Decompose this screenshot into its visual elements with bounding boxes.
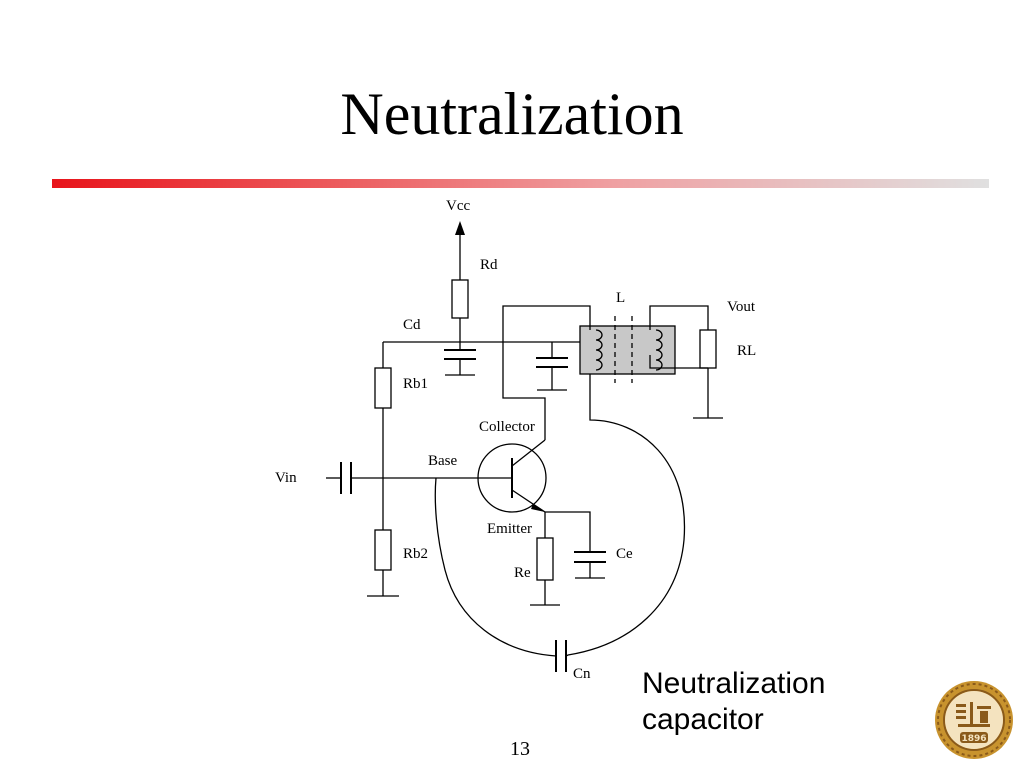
seal-year: 1896 bbox=[961, 734, 986, 744]
bjt-transistor bbox=[477, 439, 547, 513]
cn-neutralization-capacitor bbox=[555, 640, 569, 672]
vcc-arrow bbox=[455, 221, 465, 280]
label-l: L bbox=[616, 290, 625, 306]
rb2-resistor bbox=[374, 529, 392, 571]
rd-resistor bbox=[451, 279, 469, 319]
label-vcc: Vcc bbox=[446, 198, 470, 214]
label-emitter: Emitter bbox=[487, 521, 532, 537]
label-rl: RL bbox=[737, 343, 756, 359]
callout-line-1: Neutralization bbox=[642, 667, 826, 700]
ce-capacitor bbox=[574, 551, 606, 579]
label-rd: Rd bbox=[480, 257, 498, 273]
label-rb2: Rb2 bbox=[403, 546, 428, 562]
transformer-l bbox=[579, 316, 676, 383]
label-cn: Cn bbox=[573, 666, 591, 682]
slide-title: Neutralization bbox=[340, 81, 684, 147]
re-resistor bbox=[536, 537, 554, 581]
label-re: Re bbox=[514, 565, 531, 581]
label-vout: Vout bbox=[727, 299, 756, 315]
cd-capacitor bbox=[444, 342, 476, 376]
label-collector: Collector bbox=[479, 419, 535, 435]
collector-feed-wire bbox=[502, 305, 591, 440]
neutralization-feedback-wire bbox=[567, 374, 686, 656]
neutralization-capacitor-callout: Neutralization capacitor bbox=[642, 666, 825, 738]
rb1-resistor bbox=[374, 367, 392, 409]
label-cd: Cd bbox=[403, 317, 421, 333]
tank-capacitor bbox=[536, 342, 568, 391]
cn-return-wire bbox=[434, 477, 557, 657]
output-wire bbox=[649, 305, 709, 330]
rl-resistor bbox=[699, 329, 717, 369]
university-seal-logo: 1896 bbox=[935, 681, 1013, 759]
callout-line-2: capacitor bbox=[642, 703, 764, 736]
label-vin: Vin bbox=[275, 470, 297, 486]
title-divider bbox=[52, 179, 989, 188]
page-number: 13 bbox=[510, 738, 530, 760]
label-base: Base bbox=[428, 453, 458, 469]
label-ce: Ce bbox=[616, 546, 633, 562]
label-rb1: Rb1 bbox=[403, 376, 428, 392]
